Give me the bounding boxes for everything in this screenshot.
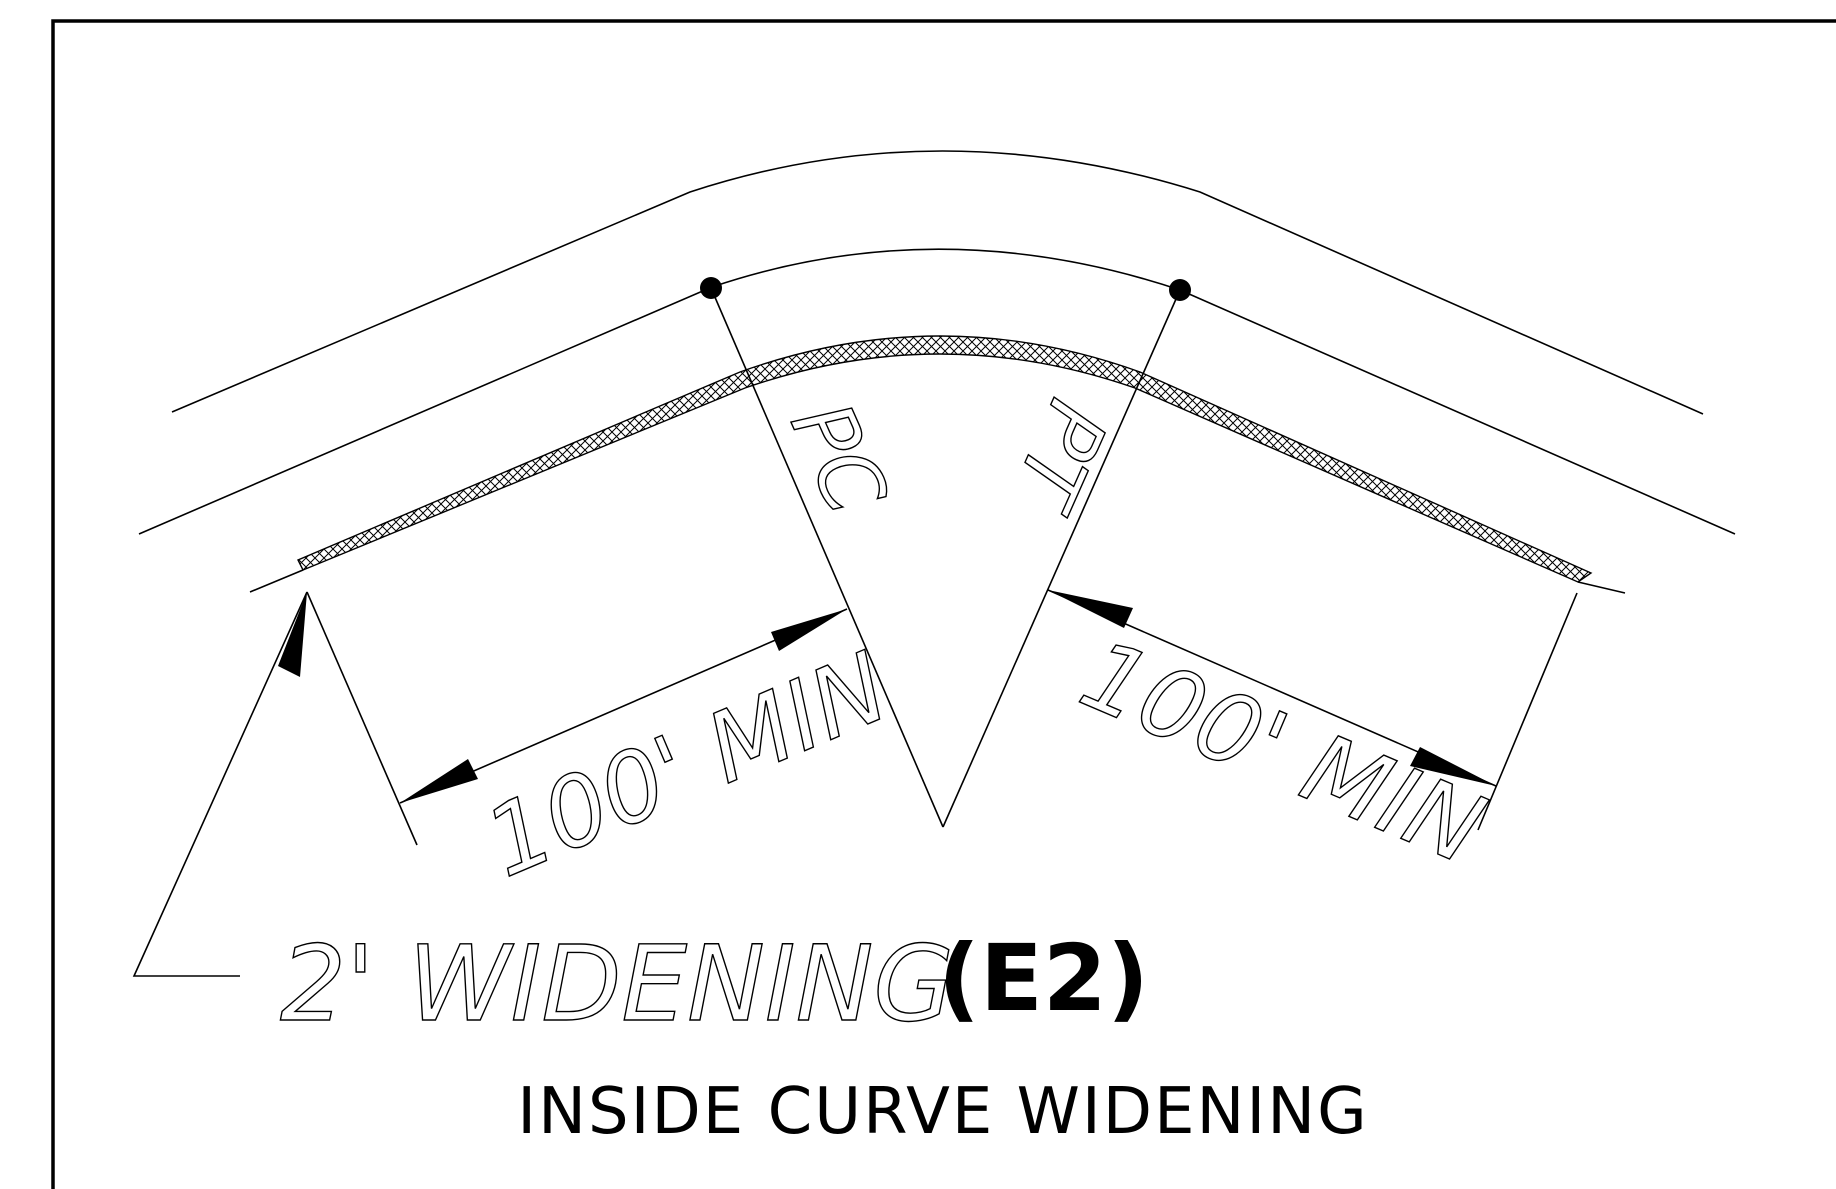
widening-label: 2' WIDENING: [280, 923, 954, 1045]
left-dimension-text: 100' MIN: [470, 631, 903, 899]
pc-label: PC: [772, 388, 906, 528]
left-extension-line: [306, 591, 418, 846]
widening-leader-arrowhead: [278, 592, 307, 677]
right-arrowhead-lower: [1410, 747, 1496, 786]
road-centerline: [138, 248, 1736, 535]
pt-label: PT: [993, 387, 1126, 525]
widening-code: (E2): [938, 925, 1149, 1032]
pt-point: [1169, 279, 1191, 301]
left-arrowhead-upper: [771, 609, 847, 651]
widening-leader-line: [132, 591, 308, 977]
diagram-title: INSIDE CURVE WIDENING: [517, 1075, 1368, 1149]
sheet-border: [51, 19, 1836, 1189]
pc-point: [700, 277, 722, 299]
inner-road-edge: [249, 569, 1626, 594]
right-arrowhead-upper: [1048, 590, 1133, 628]
outer-road-edge: [171, 150, 1704, 415]
right-extension-line: [1477, 592, 1578, 831]
left-dimension-line: [399, 608, 848, 804]
left-arrowhead-lower: [400, 759, 478, 803]
pt-radial-line: [942, 289, 1181, 828]
widening-band: [297, 335, 1593, 583]
right-dimension-text: 100' MIN: [1066, 618, 1499, 886]
pc-radial-line: [710, 287, 944, 828]
